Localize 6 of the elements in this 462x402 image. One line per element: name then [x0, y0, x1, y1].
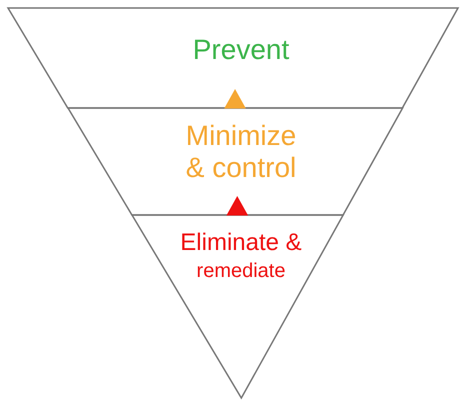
band-label: remediate — [196, 260, 286, 283]
triangle-arrow — [224, 88, 246, 108]
band-label: Prevent — [192, 34, 290, 66]
band-label: Minimize & control — [184, 120, 298, 184]
triangle-arrow — [226, 196, 248, 216]
band-label: Eliminate & — [179, 229, 303, 257]
